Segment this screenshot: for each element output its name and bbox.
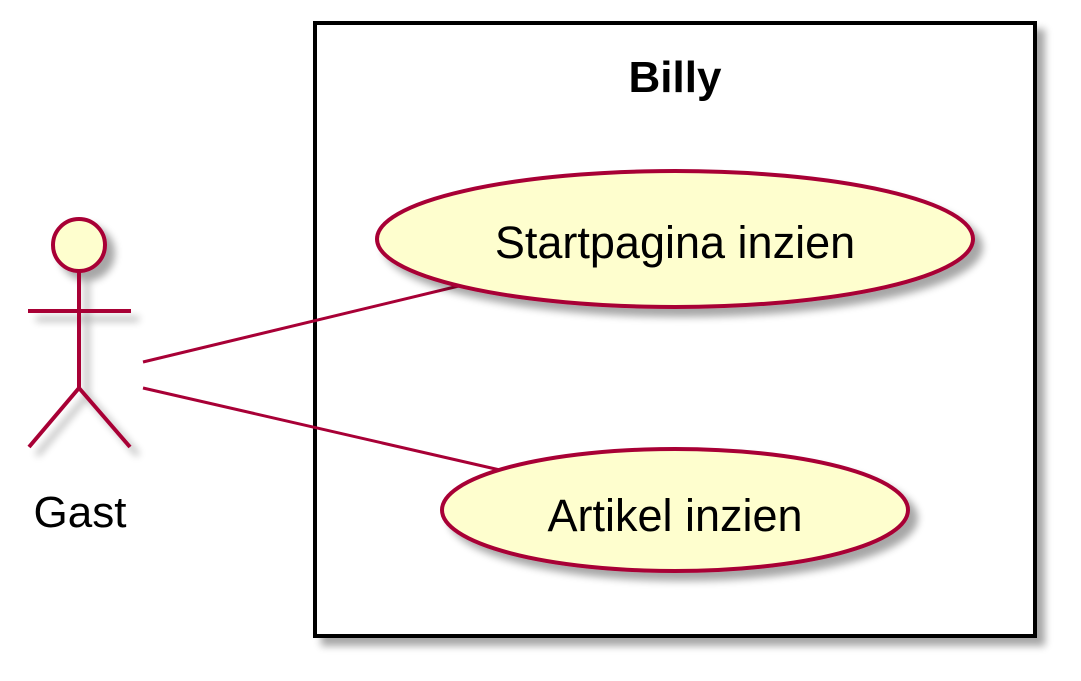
actor-label: Gast	[34, 488, 127, 537]
stick-figure-icon	[27, 217, 132, 449]
association-gast-artikel	[142, 386, 501, 472]
use-case-label: Startpagina inzien	[495, 217, 855, 268]
actor-gast: Gast	[27, 217, 132, 537]
use-case-startpagina: Startpagina inzien	[375, 169, 975, 309]
use-case-ellipse	[375, 169, 975, 309]
association-gast-startpagina	[142, 283, 464, 364]
use-case-ellipse	[440, 447, 910, 573]
associations	[142, 283, 501, 472]
use-case-artikel: Artikel inzien	[440, 447, 910, 573]
use-case-label: Artikel inzien	[547, 490, 802, 541]
system-title: Billy	[629, 53, 722, 102]
